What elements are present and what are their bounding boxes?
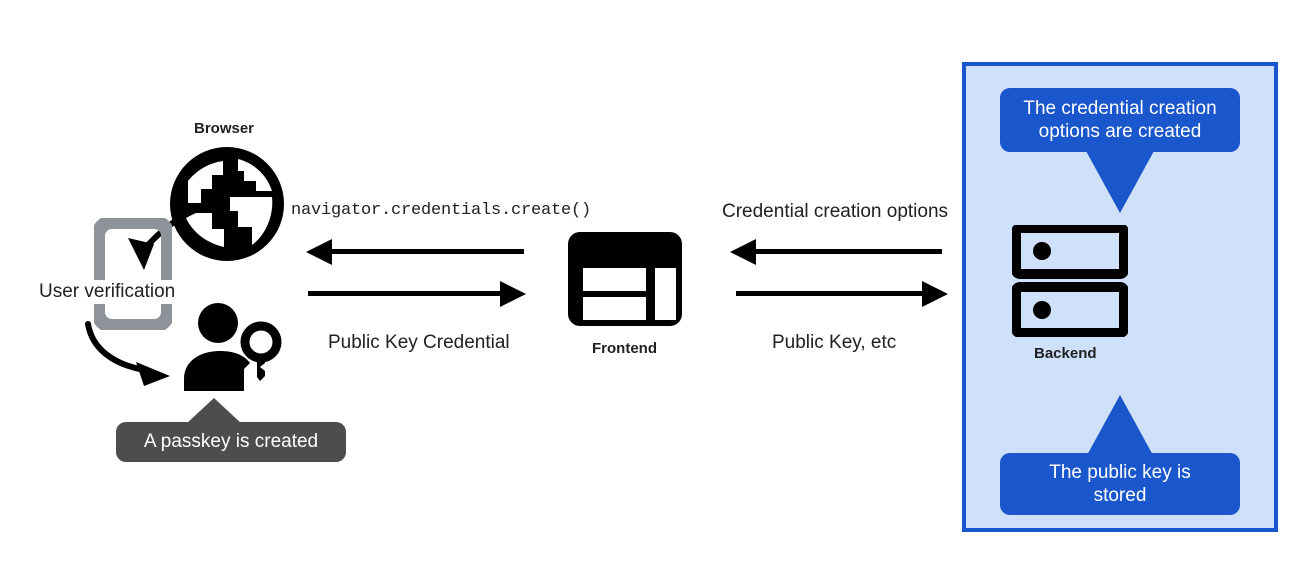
frontend-layout-icon (566, 230, 684, 328)
callout-public-key-stored: The public key is stored (1000, 453, 1240, 515)
browser-label: Browser (194, 120, 255, 137)
mobile-device-icon (94, 218, 172, 330)
callout-credential-options-created: The credential creation options are crea… (1000, 88, 1240, 152)
arrow-line-backend-right (736, 291, 924, 296)
arrow-line-browser-left (330, 249, 524, 254)
arrow-head-frontend-left (730, 239, 756, 265)
callout-passkey-created-text: A passkey is created (143, 431, 319, 453)
callout-passkey-created: A passkey is created (116, 422, 346, 462)
callout-public-key-stored-tail (1086, 395, 1154, 457)
arrow-head-backend-right (922, 281, 948, 307)
arrow-label-public-key-etc: Public Key, etc (772, 332, 897, 353)
backend-label: Backend (1034, 345, 1097, 362)
user-with-key-icon (182, 303, 286, 391)
arrow-label-navigator-create: navigator.credentials.create() (291, 201, 592, 220)
callout-public-key-stored-line1: The public key is (1049, 461, 1191, 483)
callout-credential-options-tail (1086, 151, 1154, 213)
callout-credential-options-line2: options are created (1038, 121, 1202, 142)
user-verification-label: User verification (38, 280, 177, 304)
arrow-device-to-user-icon (78, 320, 198, 390)
arrow-label-credential-creation-options: Credential creation options (722, 201, 949, 222)
arrow-head-browser-left (306, 239, 332, 265)
arrow-head-frontend-right (500, 281, 526, 307)
arrow-line-frontend-right (308, 291, 502, 296)
arrow-line-frontend-left (754, 249, 942, 254)
arrow-label-public-key-credential: Public Key Credential (328, 332, 510, 353)
globe-icon (168, 145, 286, 263)
callout-passkey-created-tail (186, 398, 242, 424)
callout-credential-options-line1: The credential creation (1023, 97, 1217, 119)
frontend-label: Frontend (592, 340, 657, 357)
server-rack-icon (1012, 225, 1128, 337)
callout-public-key-stored-line2: stored (1093, 485, 1147, 506)
